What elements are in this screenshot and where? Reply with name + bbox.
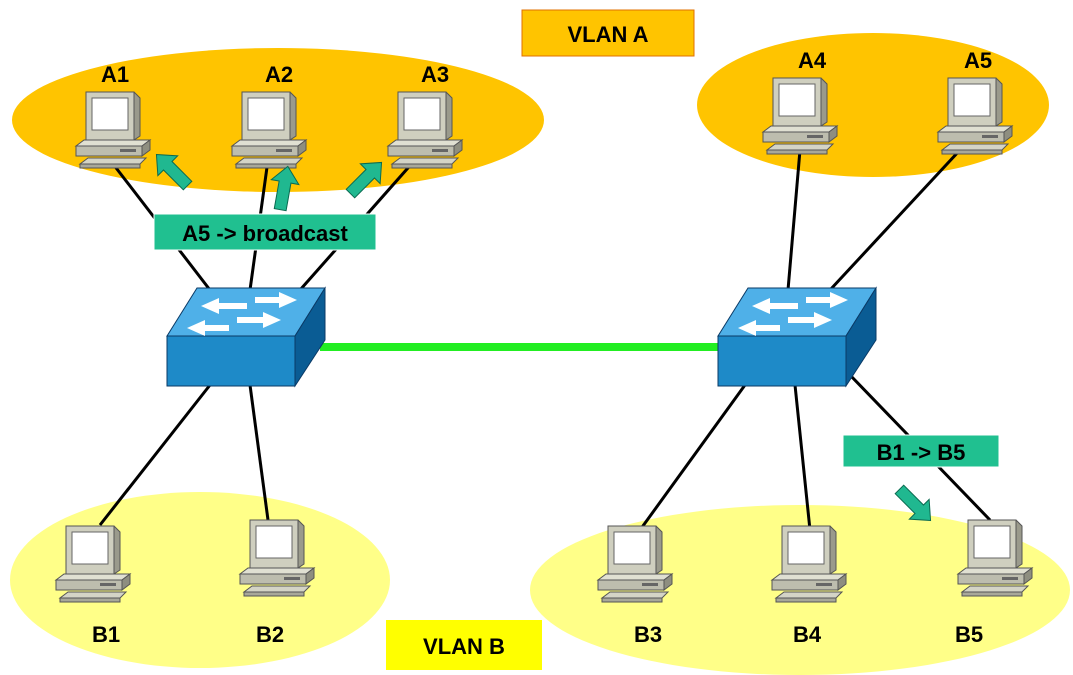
- switch-right: [717, 287, 877, 387]
- switch-left: [166, 287, 326, 387]
- host-a5-label: A5: [964, 48, 992, 73]
- vlan-a-label: VLAN A: [567, 22, 648, 47]
- vlan-b-label-box: [386, 620, 542, 670]
- host-a3-label: A3: [421, 62, 449, 87]
- vlan-b-label: VLAN B: [423, 634, 505, 659]
- host-b5-label: B5: [955, 622, 983, 647]
- host-b1-label: B1: [92, 622, 120, 647]
- unicast-callout: [842, 434, 1000, 468]
- host-b4-label: B4: [793, 622, 822, 647]
- unicast-callout-text: B1 -> B5: [877, 440, 966, 465]
- host-b2-label: B2: [256, 622, 284, 647]
- broadcast-callout: [153, 213, 377, 251]
- host-b3-label: B3: [634, 622, 662, 647]
- host-a1-label: A1: [101, 62, 129, 87]
- vlan-a-label-box: [521, 9, 695, 57]
- broadcast-callout-text: A5 -> broadcast: [182, 221, 348, 246]
- host-a2-label: A2: [265, 62, 293, 87]
- host-a4-label: A4: [798, 48, 827, 73]
